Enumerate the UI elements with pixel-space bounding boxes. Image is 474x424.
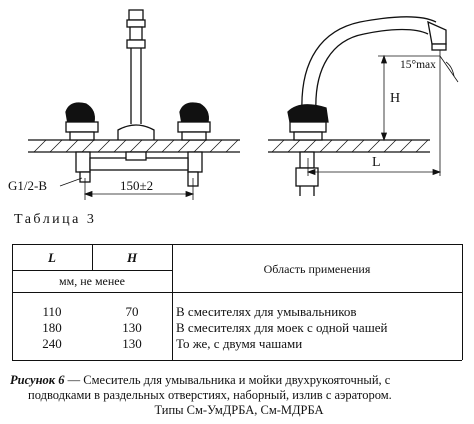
table-rule-bottom <box>12 360 462 361</box>
dim-thread-label: G1/2-B <box>8 178 47 193</box>
dim-length-label: L <box>372 155 381 170</box>
row-2-area: В смесителях для моек с одной чашей <box>176 320 388 335</box>
caption-line-1: Рисунок 6 — Смеситель для умывальника и … <box>10 373 468 388</box>
table-rule-right <box>462 244 463 360</box>
dim-height-label: H <box>390 91 400 106</box>
caption-label: Рисунок 6 <box>10 373 65 387</box>
spout-side <box>301 16 447 113</box>
row-1-area: В смесителях для умывальников <box>176 304 357 319</box>
spout-front <box>117 9 155 140</box>
right-handle <box>177 102 211 141</box>
table-rule-col2 <box>172 244 173 360</box>
row-2-h: 130 <box>122 320 142 335</box>
header-l: L <box>48 250 56 265</box>
table-rule-left <box>12 244 13 360</box>
side-dimensions <box>306 50 459 176</box>
front-view <box>28 9 240 200</box>
spec-table: L H мм, не менее Область применения 110 … <box>12 244 463 362</box>
row-3-area: То же, с двумя чашами <box>176 336 303 351</box>
left-handle <box>65 102 99 141</box>
mixer-drawing: G1/2-B 150±2 <box>8 9 459 200</box>
caption-line-3: Типы См-УмДРБА, См-МДРБА <box>154 403 324 417</box>
table-title: Таблица 3 <box>14 212 97 227</box>
table-rule-top <box>12 244 462 245</box>
side-handle <box>287 104 329 141</box>
countertop-side <box>268 139 430 153</box>
dim-spacing-label: 150±2 <box>120 178 153 193</box>
figure-caption: Рисунок 6 — Смеситель для умывальника и … <box>10 373 468 418</box>
header-h: H <box>126 250 138 265</box>
dim-angle-label: 15°max <box>400 59 436 71</box>
caption-text-1: — Смеситель для умывальника и мойки двух… <box>64 373 391 387</box>
row-1-h: 70 <box>125 304 139 319</box>
dim-spacing-line <box>83 178 195 200</box>
connection-side <box>295 151 319 196</box>
row-1-l: 110 <box>42 304 62 319</box>
countertop-front <box>28 139 240 153</box>
table-rule-mid <box>12 270 172 271</box>
side-view <box>268 16 459 196</box>
table-rule-col1 <box>92 244 93 270</box>
row-2-l: 180 <box>42 320 62 335</box>
row-3-h: 130 <box>122 336 142 351</box>
header-units: мм, не менее <box>59 274 125 288</box>
caption-line-2: подводками в раздельных отверстиях, набо… <box>28 388 392 402</box>
row-3-l: 240 <box>42 336 62 351</box>
header-area: Область применения <box>263 262 371 276</box>
table-rule-header <box>12 292 462 293</box>
